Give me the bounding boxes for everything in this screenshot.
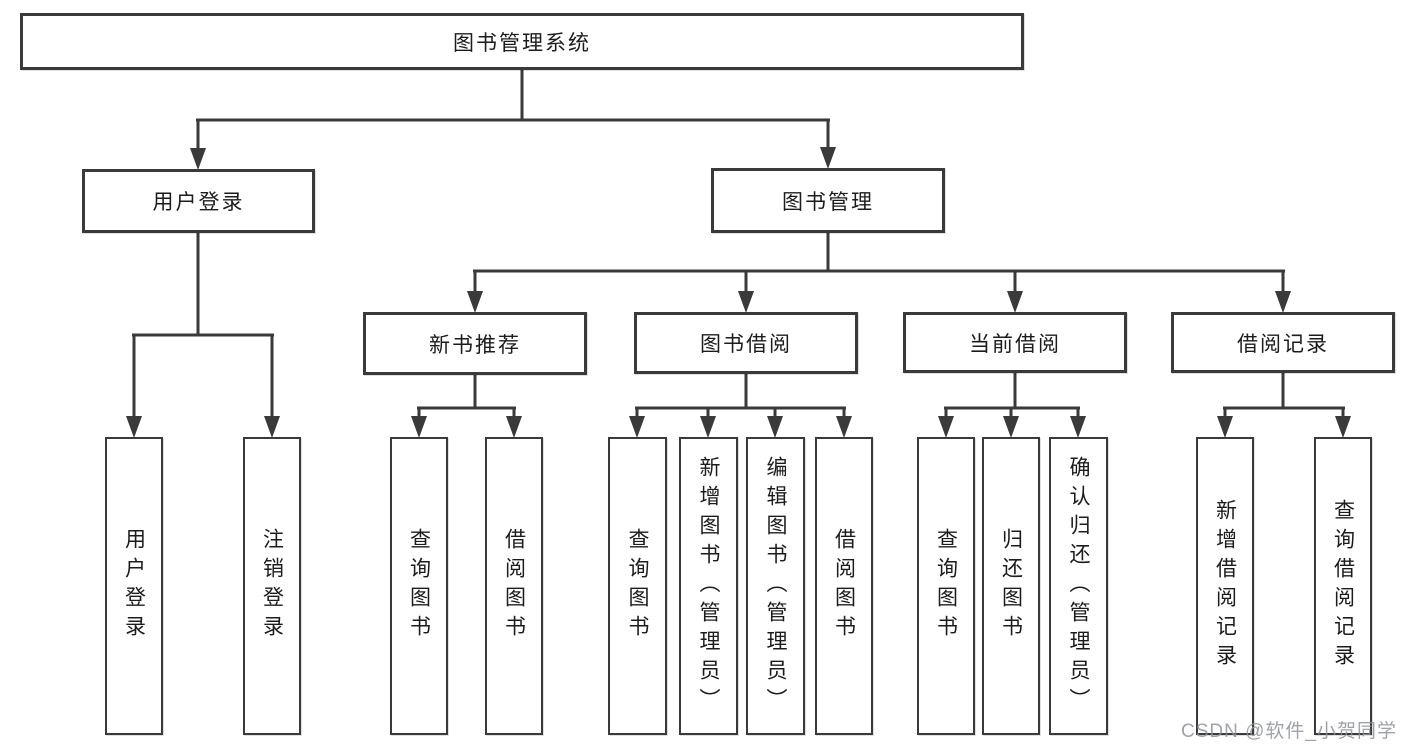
node-book-management: 图书管理 [711,168,945,233]
node-borrowing-records: 借阅记录 [1171,312,1395,373]
leaf-return-books: 归还图书 [982,437,1040,735]
node-current-borrowing: 当前借阅 [903,312,1127,373]
csdn-watermark: CSDN @软件_小贺同学 [1181,721,1397,742]
leaf-query-books-recommend: 查询图书 [390,437,448,735]
leaf-query-books-current: 查询图书 [917,437,975,735]
leaf-add-books-admin: 新增图书（管理员） [679,437,738,735]
leaf-label: 新增借阅记录 [1213,499,1237,673]
leaf-logout: 注销登录 [243,437,301,735]
leaf-label: 查询图书 [626,528,650,644]
leaf-label: 确认归还（管理员） [1067,455,1091,717]
leaf-borrow-books: 借阅图书 [815,437,873,735]
leaf-label: 新增图书（管理员） [697,455,721,717]
node-book-borrowing: 图书借阅 [634,312,858,374]
node-new-book-recommend: 新书推荐 [363,312,587,375]
leaf-label: 查询借阅记录 [1331,499,1355,673]
leaf-label: 归还图书 [999,528,1023,644]
node-library-management-system: 图书管理系统 [20,13,1024,70]
leaf-query-borrow-record: 查询借阅记录 [1314,437,1372,735]
node-user-login: 用户登录 [82,169,315,233]
leaf-user-login: 用户登录 [105,437,163,735]
leaf-label: 借阅图书 [832,528,856,644]
leaf-edit-books-admin: 编辑图书（管理员） [746,437,805,735]
leaf-label: 用户登录 [122,528,146,644]
leaf-query-books-borrowing: 查询图书 [608,437,667,735]
leaf-label: 注销登录 [260,528,284,644]
leaf-borrow-books-recommend: 借阅图书 [485,437,543,735]
leaf-label: 编辑图书（管理员） [764,455,788,717]
leaf-add-borrow-record: 新增借阅记录 [1196,437,1254,735]
leaf-label: 查询图书 [934,528,958,644]
leaf-confirm-return-admin: 确认归还（管理员） [1049,437,1108,735]
leaf-label: 借阅图书 [502,528,526,644]
leaf-label: 查询图书 [407,528,431,644]
